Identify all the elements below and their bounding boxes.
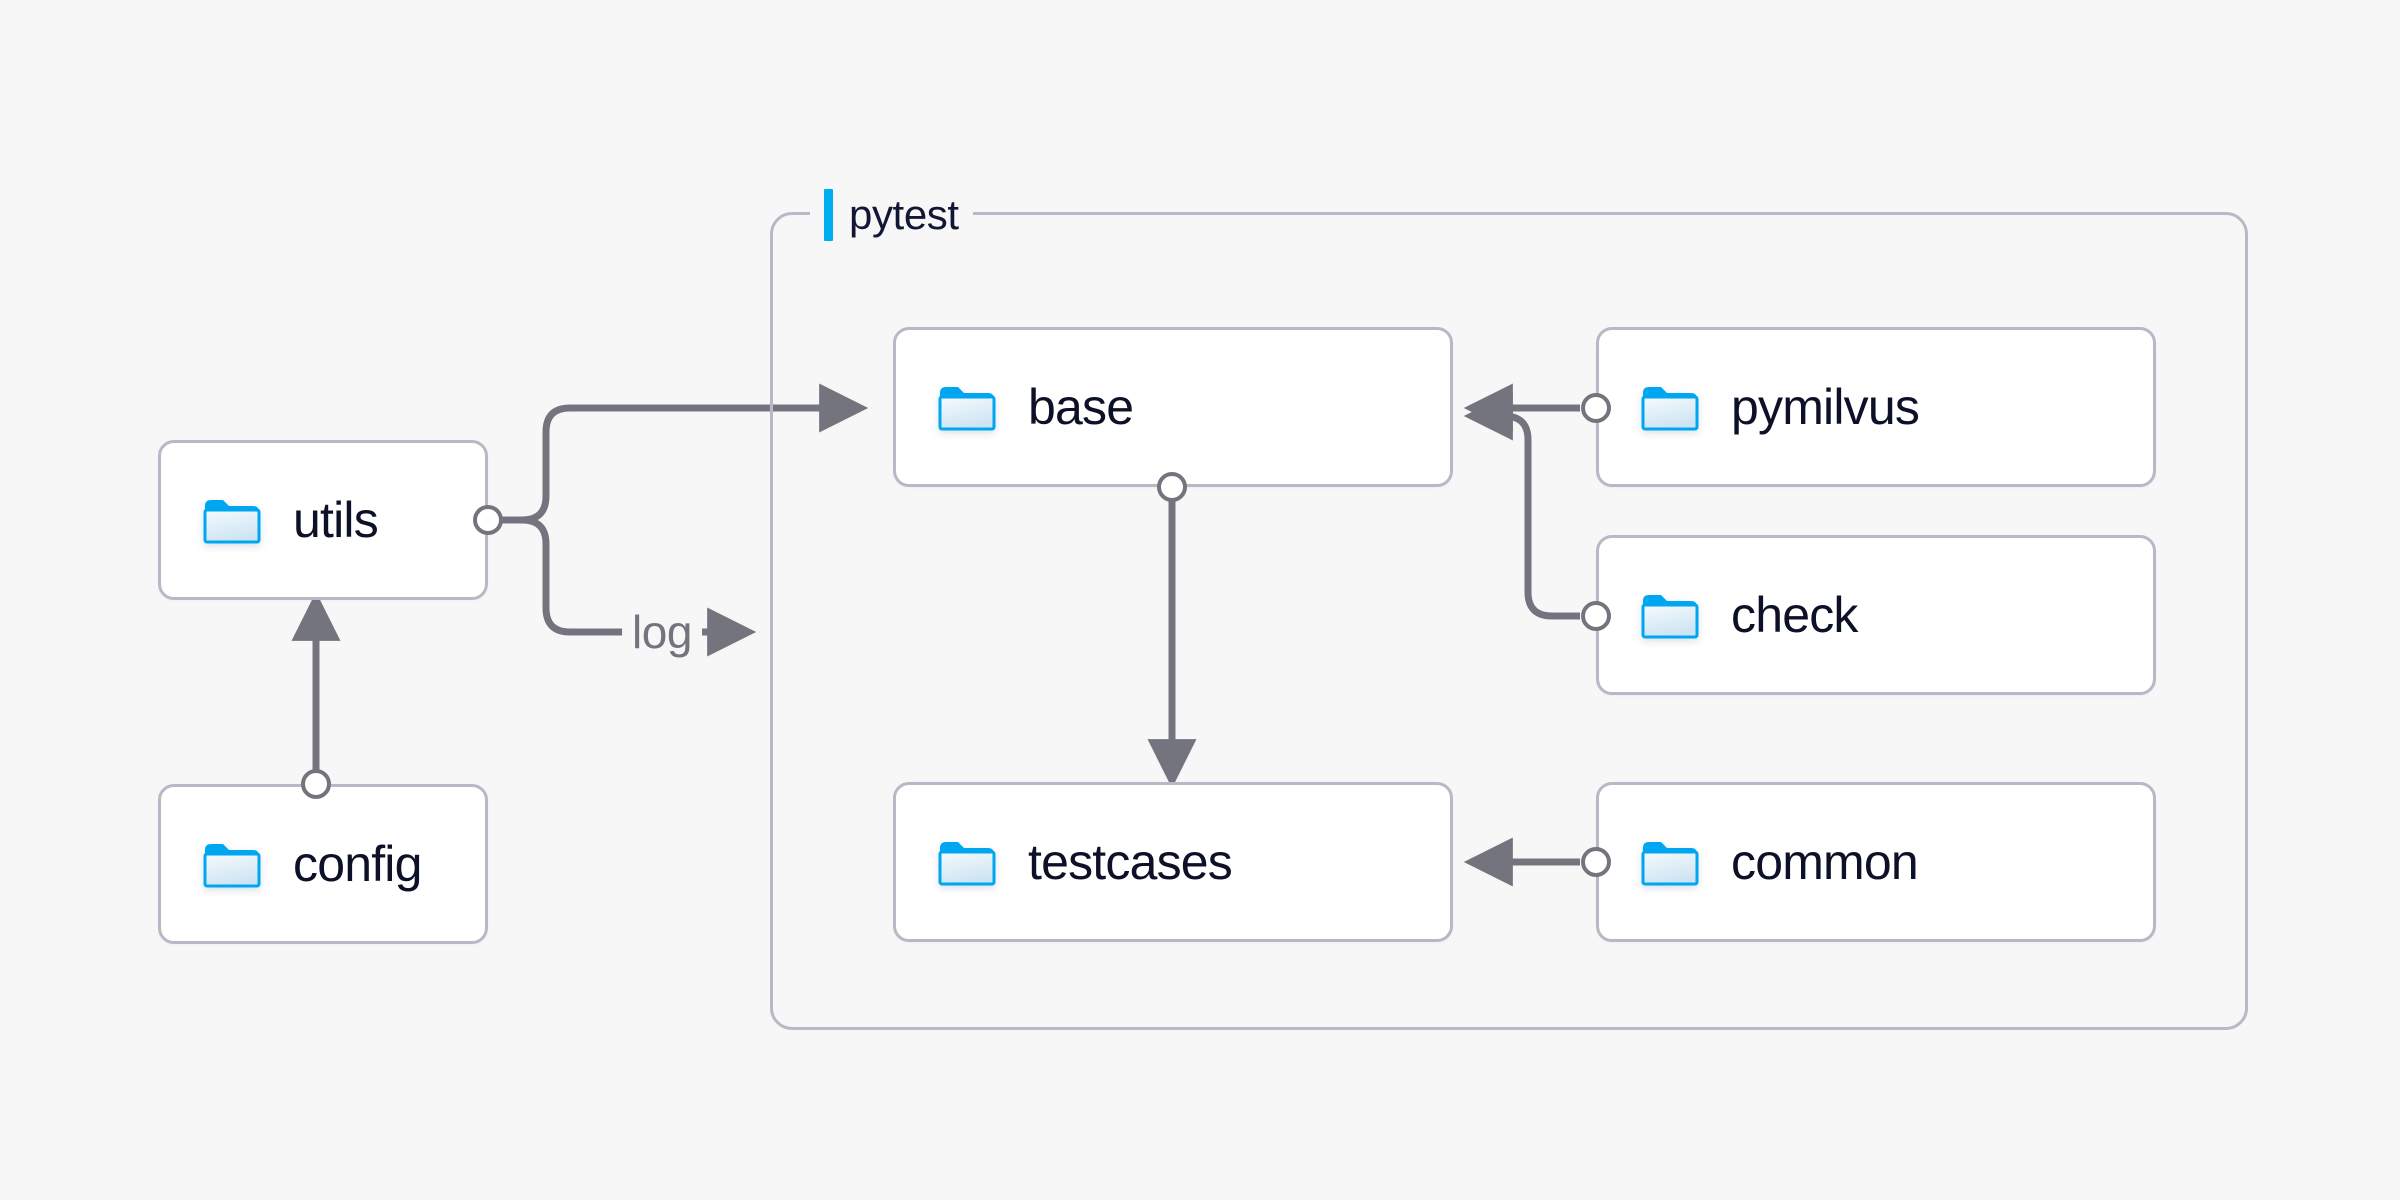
group-pytest[interactable] — [770, 212, 2248, 1030]
port-base-bottom[interactable] — [1157, 472, 1187, 502]
edge-utils-to-log — [488, 516, 628, 636]
node-utils[interactable]: utils — [158, 440, 488, 600]
folder-icon — [1641, 383, 1699, 431]
node-testcases-label: testcases — [1028, 834, 1233, 890]
node-base-label: base — [1028, 379, 1134, 435]
edge-label-log: log — [622, 609, 702, 655]
port-config-top[interactable] — [301, 769, 331, 799]
group-pytest-title: pytest — [849, 191, 959, 238]
node-common-label: common — [1731, 834, 1919, 890]
folder-icon — [203, 840, 261, 888]
node-config[interactable]: config — [158, 784, 488, 944]
group-pytest-label: pytest — [810, 186, 973, 244]
folder-icon — [203, 496, 261, 544]
node-pymilvus[interactable]: pymilvus — [1596, 327, 2156, 487]
node-check[interactable]: check — [1596, 535, 2156, 695]
node-check-label: check — [1731, 587, 1858, 643]
node-utils-label: utils — [293, 492, 379, 548]
folder-icon — [1641, 591, 1699, 639]
node-base[interactable]: base — [893, 327, 1453, 487]
port-pymilvus-left[interactable] — [1581, 393, 1611, 423]
folder-icon — [938, 383, 996, 431]
port-utils-right[interactable] — [473, 505, 503, 535]
folder-icon — [1641, 838, 1699, 886]
port-common-left[interactable] — [1581, 847, 1611, 877]
port-check-left[interactable] — [1581, 601, 1611, 631]
group-accent-bar-icon — [824, 189, 833, 241]
node-testcases[interactable]: testcases — [893, 782, 1453, 942]
folder-icon — [938, 838, 996, 886]
node-pymilvus-label: pymilvus — [1731, 379, 1920, 435]
node-config-label: config — [293, 836, 422, 892]
node-common[interactable]: common — [1596, 782, 2156, 942]
